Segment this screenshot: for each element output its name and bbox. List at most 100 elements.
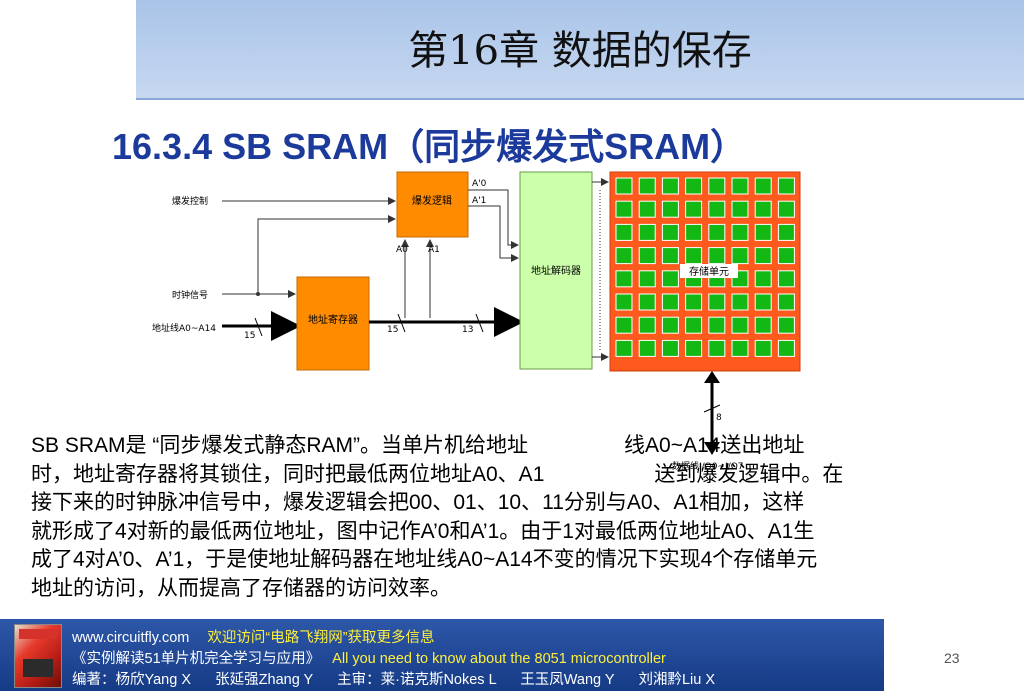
para-line-3: 接下来的时钟脉冲信号中，爆发逻辑会把00、01、10、11分别与A0、A1相加，… (31, 491, 805, 514)
storage-cell (685, 316, 703, 334)
para-line-4: 就形成了4对新的最低两位地址，图中记作A’0和A’1。由于1对最低两位地址A0、… (31, 519, 815, 543)
footer-line-1: www.circuitfly.com 欢迎访问“电路飞翔网”获取更多信息 (72, 626, 435, 647)
clock-to-burst-wire (257, 215, 396, 294)
storage-cell (661, 270, 679, 288)
storage-cell (708, 293, 726, 311)
data-bus-lower: 数据线I/O0~I/O7 (672, 430, 744, 472)
address-decoder-block (519, 171, 593, 370)
storage-cell (638, 339, 656, 357)
bus-slash-13 (475, 313, 484, 333)
top-left-blank (0, 0, 136, 108)
storage-cell (708, 223, 726, 241)
storage-cell (731, 339, 749, 357)
storage-cell (638, 177, 656, 195)
a0-label: A0 (396, 245, 408, 255)
burst-logic-label: 爆发逻辑 (412, 194, 452, 207)
footer-authors: 编著：杨欣Yang X 张延强Zhang Y 主审：莱·诺克斯Nokes L 王… (72, 672, 716, 688)
data-lines-label: 数据线I/O0~I/O7 (672, 460, 744, 472)
storage-cell (638, 200, 656, 218)
a0-prime-label: A'0 (472, 179, 487, 189)
storage-cell (754, 247, 772, 265)
storage-cell (685, 223, 703, 241)
address-lines-label: 地址线A0~A14 (152, 322, 216, 334)
storage-cell (708, 177, 726, 195)
para-line-5: 成了4对A’0、A’1，于是使地址解码器在地址线A0~A14不变的情况下实现4个… (31, 548, 818, 571)
page-number: 23 (944, 650, 960, 666)
storage-cell (777, 316, 795, 334)
storage-cell (685, 177, 703, 195)
storage-cell (615, 316, 633, 334)
bus-slash-15-mid (397, 313, 406, 333)
storage-cell (731, 177, 749, 195)
para-line-2b: 送到爆发逻辑中。在 (654, 462, 844, 486)
storage-cell (708, 316, 726, 334)
storage-cell (638, 293, 656, 311)
storage-cell (708, 247, 726, 265)
storage-cell (708, 339, 726, 357)
storage-cell (615, 339, 633, 357)
storage-cell (638, 247, 656, 265)
address-register-label: 地址寄存器 (308, 313, 358, 326)
header-bar (136, 0, 1024, 100)
section-title: 16.3.4 SB SRAM（同步爆发式SRAM） (112, 126, 747, 167)
clock-signal-label: 时钟信号 (172, 289, 208, 301)
footer-line-2: 《实例解读51单片机完全学习与应用》 All you need to know … (72, 647, 666, 668)
burst-control-label: 爆发控制 (172, 195, 208, 207)
storage-cell (731, 316, 749, 334)
storage-cell (615, 270, 633, 288)
storage-cell (615, 223, 633, 241)
para-line-1a: SB SRAM是 “同步爆发式静态RAM”。当单片机给地址 (31, 434, 529, 457)
para-line-6: 地址的访问，从而提高了存储器的访问效率。 (31, 576, 451, 600)
storage-cell (661, 177, 679, 195)
bus-width-15-mid: 15 (387, 325, 398, 335)
storage-cell (661, 247, 679, 265)
bus-slash-15-left (254, 317, 263, 337)
para-line-2a: 时，地址寄存器将其锁住，同时把最低两位地址A0、A1 (31, 462, 545, 486)
storage-cell (777, 339, 795, 357)
burst-logic-block (396, 171, 469, 238)
storage-cell (661, 339, 679, 357)
storage-cell (777, 293, 795, 311)
data-bus-arrow-up (704, 371, 720, 383)
chapter-title: 第16章 数据的保存 (408, 28, 752, 74)
bus-slash-8 (703, 404, 721, 413)
book-cover-image (14, 624, 62, 688)
para-line-1b: 线A0~A14送出地址 (624, 434, 805, 457)
storage-cell (731, 247, 749, 265)
storage-cell (777, 247, 795, 265)
a1-prime-wire (468, 205, 519, 262)
storage-cell (777, 177, 795, 195)
storage-cells (615, 177, 795, 357)
storage-cell-label-bg (680, 264, 738, 278)
footer-right-blank (884, 619, 1024, 691)
footer-welcome: 欢迎访问“电路飞翔网”获取更多信息 (207, 630, 435, 646)
storage-cell (731, 200, 749, 218)
storage-cell (754, 293, 772, 311)
bus-width-8: 8 (716, 413, 722, 423)
a0-prime-wire (468, 189, 519, 249)
storage-cell (615, 200, 633, 218)
storage-cell (685, 200, 703, 218)
footer-book-en: All you need to know about the 8051 micr… (332, 651, 666, 667)
storage-cell (615, 293, 633, 311)
storage-cell (777, 200, 795, 218)
bus-width-15-left: 15 (244, 331, 255, 341)
storage-cell (661, 293, 679, 311)
storage-cell (638, 223, 656, 241)
storage-cell (754, 200, 772, 218)
storage-cell (615, 177, 633, 195)
storage-cell (777, 270, 795, 288)
storage-cell-label: 存储单元 (689, 265, 729, 278)
storage-cell (754, 316, 772, 334)
storage-cell (685, 339, 703, 357)
storage-cell (731, 223, 749, 241)
footer-bar (0, 619, 884, 691)
storage-cell (638, 270, 656, 288)
storage-cell (754, 177, 772, 195)
a1-label: A1 (428, 245, 440, 255)
footer-url-link[interactable]: www.circuitfly.com (72, 630, 190, 646)
storage-cell (708, 200, 726, 218)
a1-prime-label: A'1 (472, 196, 486, 206)
storage-cell (685, 293, 703, 311)
storage-cell (754, 339, 772, 357)
